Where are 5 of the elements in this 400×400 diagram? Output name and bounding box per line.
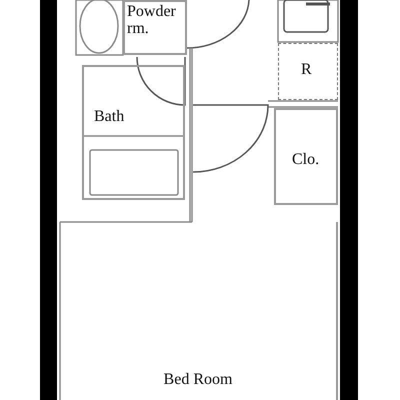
room-label: R — [301, 62, 312, 79]
room-label: Bath — [94, 109, 124, 126]
room-label: Clo. — [292, 152, 320, 169]
room-label: Powder rm. — [127, 4, 177, 38]
room-label: Bed Room — [162, 372, 234, 389]
